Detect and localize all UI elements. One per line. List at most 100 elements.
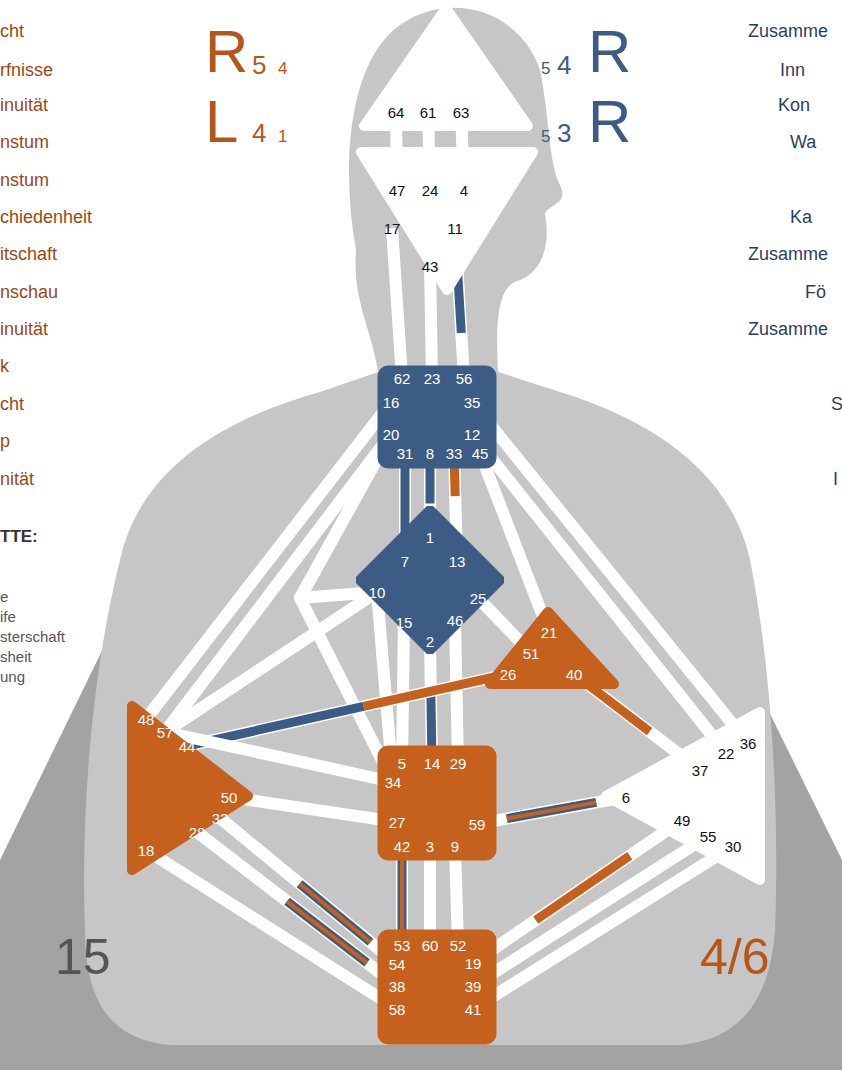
gate-number: 39	[465, 979, 482, 994]
center-fill	[361, 152, 533, 290]
channel	[473, 846, 733, 1009]
gate-number: 26	[500, 667, 517, 682]
center-fill	[378, 930, 496, 1044]
gate-number: 56	[456, 371, 473, 386]
channel	[187, 674, 508, 746]
gate-number: 62	[394, 371, 411, 386]
gate-number: 3	[426, 839, 434, 854]
channel	[477, 797, 626, 824]
chart-label: L	[205, 92, 238, 152]
gate-number: 40	[566, 667, 583, 682]
gate-number: 23	[424, 371, 441, 386]
gate-number: 6	[622, 790, 630, 805]
gate-number: 13	[449, 554, 466, 569]
chart-label: R	[588, 22, 631, 82]
gate-number: 31	[397, 446, 414, 461]
chart-label: cht	[0, 22, 24, 40]
channel-activation	[187, 674, 508, 746]
chart-label: 15	[55, 932, 111, 982]
chart-label: inuität	[0, 96, 48, 114]
channel-line	[392, 228, 402, 378]
gate-number: 7	[401, 554, 409, 569]
ajna-center: 47244171143	[355, 146, 539, 296]
chart-label: inuität	[0, 320, 48, 338]
gate-number: 22	[718, 746, 735, 761]
chart-label: sterschaft	[0, 629, 65, 644]
body-outline	[84, 8, 776, 1045]
channel	[473, 836, 708, 986]
gate-number: 38	[389, 979, 406, 994]
chart-label: S	[831, 395, 842, 413]
gate-number: 50	[221, 790, 238, 805]
gate-number: 63	[453, 105, 470, 120]
gate-number: 11	[447, 221, 463, 236]
gate-number: 51	[523, 646, 540, 661]
gate-number: 42	[394, 839, 411, 854]
chart-label: k	[0, 357, 9, 375]
chart-label: 5	[541, 60, 550, 77]
chart-label: itschaft	[0, 245, 57, 263]
gate-number: 43	[422, 259, 439, 274]
root-center: 536052541938395841	[376, 928, 498, 1046]
g-center: 1713102515462	[356, 506, 504, 654]
gate-number: 15	[396, 615, 413, 630]
chart-label: R	[588, 92, 631, 152]
channel	[197, 832, 397, 986]
chart-label: sheit	[0, 649, 32, 664]
solar-plexus-center: 3622376495530	[600, 704, 766, 886]
center-fill	[378, 746, 496, 860]
channel-line	[472, 402, 748, 743]
channel-line	[430, 641, 432, 763]
chart-label: I	[833, 470, 838, 488]
channel	[229, 797, 397, 822]
channel-activation	[220, 818, 397, 964]
center-fill	[132, 706, 248, 870]
channel	[472, 434, 726, 753]
gate-number: 59	[469, 817, 486, 832]
chart-label: 4/6	[700, 932, 770, 982]
chart-label: chiedenheit	[0, 208, 92, 226]
gate-number: 19	[465, 956, 482, 971]
chart-label: Kon	[778, 96, 810, 114]
gate-number: 49	[674, 813, 691, 828]
gate-number: 28	[189, 825, 206, 840]
chart-label: 5	[252, 52, 266, 78]
center-fill	[490, 612, 614, 684]
channel-line	[197, 832, 397, 986]
gate-number: 54	[389, 957, 406, 972]
gate-number: 25	[470, 591, 487, 606]
chart-label: ife	[0, 609, 16, 624]
gate-number: 58	[389, 1002, 406, 1017]
gate-number: 24	[422, 183, 439, 198]
channel-activation	[430, 641, 432, 763]
gate-number: 53	[394, 938, 411, 953]
channel	[472, 402, 748, 743]
gate-number: 36	[740, 736, 757, 751]
gate-number: 45	[472, 446, 489, 461]
gate-number: 2	[426, 634, 434, 649]
chart-label: cht	[0, 395, 24, 413]
chart-label: Wa	[790, 133, 816, 151]
ego-center: 21512640	[484, 606, 620, 690]
head-center: 646163	[358, 0, 534, 134]
channel-activation	[220, 818, 397, 964]
chart-label: TTE:	[0, 528, 38, 545]
gate-number: 37	[692, 763, 709, 778]
channel	[146, 850, 397, 1009]
gate-number: 8	[426, 446, 434, 461]
chart-label: Fö	[805, 283, 826, 301]
channel-line	[220, 818, 397, 964]
gate-number: 4	[460, 183, 468, 198]
chart-label: 5	[541, 128, 550, 145]
gate-number: 33	[446, 446, 463, 461]
gate-number: 12	[464, 427, 481, 442]
gate-number: 27	[389, 815, 406, 830]
channel-activation	[477, 797, 626, 824]
chart-label: nstum	[0, 133, 49, 151]
channel-activation	[197, 832, 397, 986]
gate-number: 32	[212, 811, 229, 826]
center-fill	[378, 366, 496, 468]
channel-line	[472, 434, 726, 753]
channel	[220, 818, 397, 964]
chart-label: p	[0, 432, 10, 450]
